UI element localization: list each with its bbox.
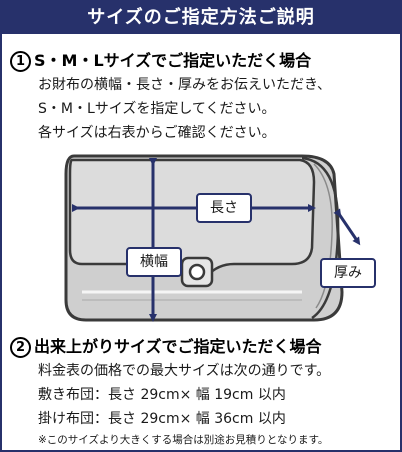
section2-note: ※このサイズより大きくする場合は別途お見積りとなります。 — [38, 434, 329, 446]
section2-line-2: 敷き布団：長さ 29cm× 幅 19cm 以内 — [38, 387, 286, 403]
thickness-label: 厚み — [320, 258, 376, 288]
section2-title-text: 出来上がりサイズでご指定いただく場合 — [34, 337, 322, 356]
section1-title-text: S・M・Lサイズでご指定いただく場合 — [34, 51, 312, 70]
section2-line-3: 掛け布団：長さ 29cm× 幅 36cm 以内 — [38, 411, 286, 427]
section1-line-2: S・M・Lサイズを指定してください。 — [38, 101, 276, 117]
length-label: 長さ — [196, 193, 252, 223]
width-label: 横幅 — [126, 247, 182, 277]
section2-number: 2 — [10, 337, 31, 358]
section1-line-3: 各サイズは右表からご確認ください。 — [38, 125, 276, 141]
wallet-body — [64, 154, 344, 322]
wallet-clasp — [180, 256, 214, 288]
section1-number: 1 — [10, 51, 31, 72]
section2-line-1: 料金表の価格での最大サイズは次の通りです。 — [38, 363, 331, 379]
thickness-arrow — [333, 208, 361, 246]
section1-line-1: お財布の横幅・長さ・厚みをお伝えいただき、 — [38, 77, 332, 93]
page-title: サイズのご指定方法ご説明 — [2, 2, 400, 34]
